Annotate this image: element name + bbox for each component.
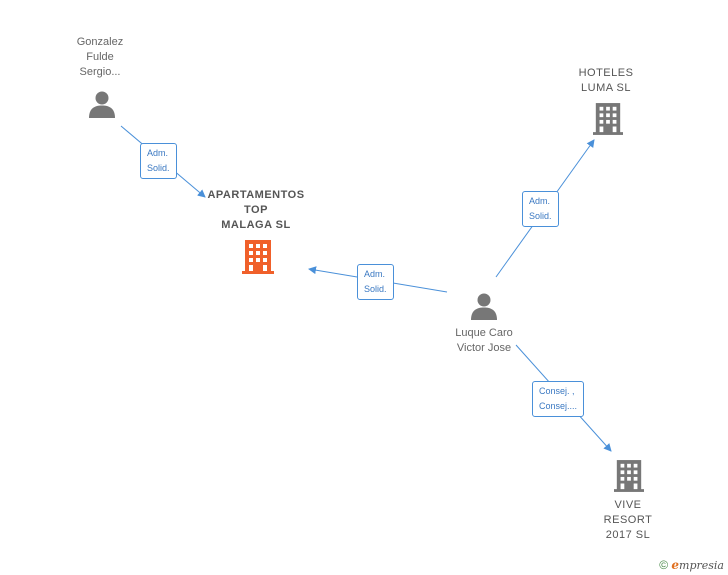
building-icon[interactable] bbox=[593, 102, 623, 136]
node-label-line: Victor Jose bbox=[456, 342, 512, 354]
node-label-apartamentos[interactable]: APARTAMENTOS TOP MALAGA SL bbox=[196, 188, 316, 233]
node-label-line: Fulde bbox=[86, 51, 114, 63]
edge-label-line: Solid. bbox=[364, 284, 387, 294]
edge-label-luque-apartamentos[interactable]: Adm. Solid. bbox=[357, 264, 394, 300]
node-label-line: LUMA SL bbox=[581, 82, 631, 94]
brand-initial: e bbox=[671, 558, 680, 572]
building-icon[interactable] bbox=[242, 239, 274, 275]
edge-label-line: Solid. bbox=[529, 211, 552, 221]
edge-label-line: Adm. bbox=[147, 148, 169, 158]
node-label-line: MALAGA SL bbox=[221, 219, 291, 231]
edge-label-line: Adm. bbox=[529, 196, 551, 206]
node-label-line: APARTAMENTOS bbox=[207, 189, 305, 201]
edge-label-line: Adm. bbox=[364, 269, 386, 279]
node-label-vive[interactable]: VIVE RESORT 2017 SL bbox=[583, 498, 673, 543]
node-label-line: Gonzalez bbox=[76, 36, 124, 48]
edge-label-line: Consej. , bbox=[539, 386, 575, 396]
node-label-line: VIVE bbox=[614, 499, 642, 511]
copyright-symbol: © bbox=[659, 558, 669, 572]
edge-label-line: Consej.... bbox=[539, 401, 578, 411]
node-label-line: Luque Caro bbox=[455, 327, 513, 339]
footer-brand: © empresia bbox=[659, 558, 724, 572]
node-label-line: TOP bbox=[244, 204, 268, 216]
node-label-hoteles[interactable]: HOTELES LUMA SL bbox=[561, 66, 651, 96]
node-label-line: 2017 SL bbox=[605, 529, 651, 541]
node-label-luque[interactable]: Luque Caro Victor Jose bbox=[434, 326, 534, 356]
edge-label-luque-vive[interactable]: Consej. , Consej.... bbox=[532, 381, 585, 417]
person-icon[interactable] bbox=[87, 89, 117, 119]
node-label-line: HOTELES bbox=[578, 67, 634, 79]
edge-label-luque-hoteles[interactable]: Adm. Solid. bbox=[522, 191, 559, 227]
node-label-line: Sergio... bbox=[79, 66, 121, 78]
brand-name: mpresia bbox=[679, 559, 724, 572]
person-icon[interactable] bbox=[469, 291, 499, 321]
building-icon[interactable] bbox=[614, 459, 644, 493]
node-label-gonzalez[interactable]: Gonzalez Fulde Sergio... bbox=[55, 35, 145, 80]
edge-label-line: Solid. bbox=[147, 163, 170, 173]
edge-label-gonzalez-apartamentos[interactable]: Adm. Solid. bbox=[140, 143, 177, 179]
node-label-line: RESORT bbox=[603, 514, 653, 526]
